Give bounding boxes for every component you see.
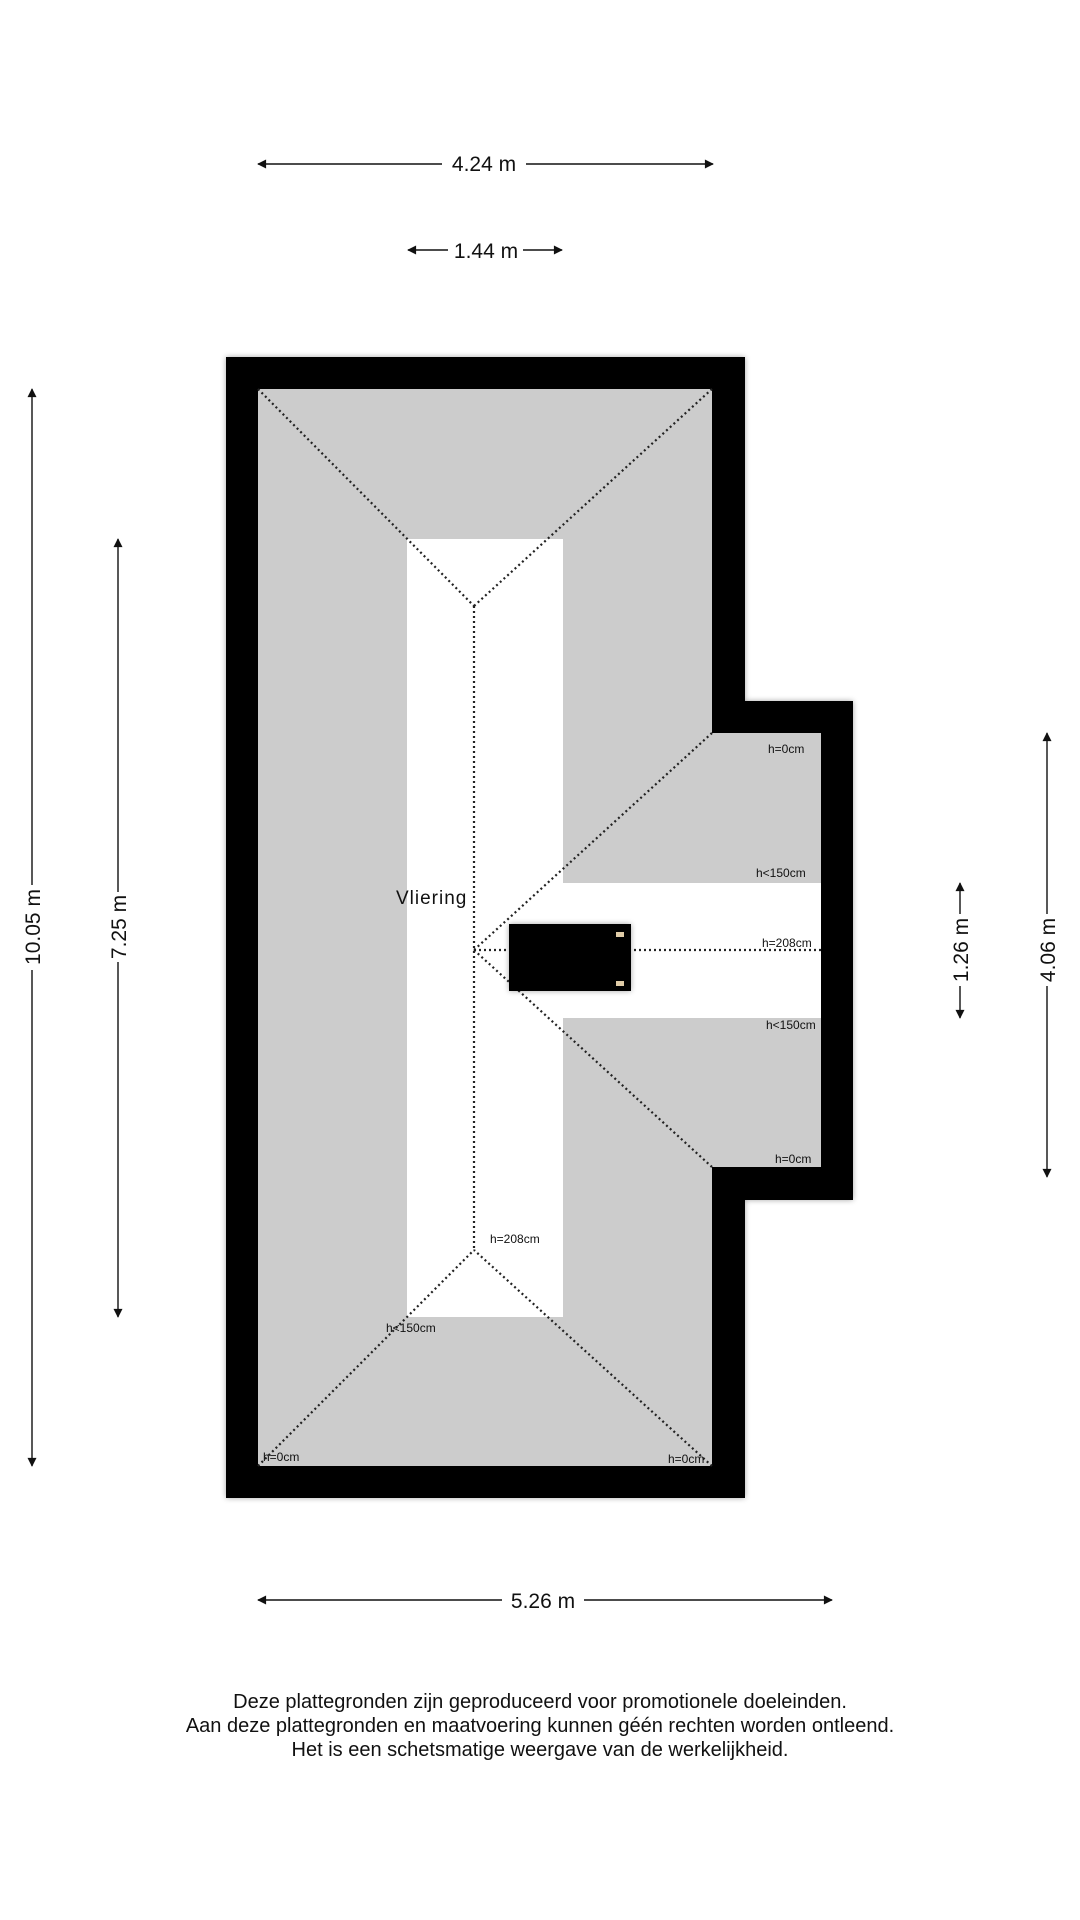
height-label: h=0cm: [768, 742, 804, 756]
dimension-right-inner: 1.26 m: [950, 918, 973, 982]
height-label: h=208cm: [490, 1232, 540, 1246]
dimension-left-outer: 10.05 m: [22, 889, 45, 965]
dimension-top-inner: 1.44 m: [454, 240, 518, 263]
dimension-bottom: 5.26 m: [511, 1590, 575, 1613]
height-label: h<150cm: [766, 1018, 816, 1032]
hatch-hinge: [616, 932, 624, 937]
dimension-left-inner: 7.25 m: [108, 895, 131, 959]
height-label: h<150cm: [386, 1321, 436, 1335]
disclaimer: Deze plattegronden zijn geproduceerd voo…: [0, 1690, 1080, 1762]
height-label: h=0cm: [668, 1452, 704, 1466]
dimension-top-outer: 4.24 m: [452, 153, 516, 176]
dimension-lines: [27, 159, 1052, 1605]
disclaimer-line: Het is een schetsmatige weergave van de …: [291, 1739, 789, 1761]
height-label: h=0cm: [775, 1152, 811, 1166]
disclaimer-line: Deze plattegronden zijn geproduceerd voo…: [233, 1691, 847, 1713]
roof-lines: [257, 388, 821, 1467]
room-label: Vliering: [396, 888, 467, 909]
hatch-hinge: [616, 981, 624, 986]
height-label: h=0cm: [263, 1450, 299, 1464]
roof-hatch: [509, 924, 631, 991]
disclaimer-line: Aan deze plattegronden en maatvoering ku…: [185, 1715, 895, 1737]
dimension-right-outer: 4.06 m: [1037, 918, 1060, 982]
height-label: h=208cm: [762, 936, 812, 950]
height-label: h<150cm: [756, 866, 806, 880]
